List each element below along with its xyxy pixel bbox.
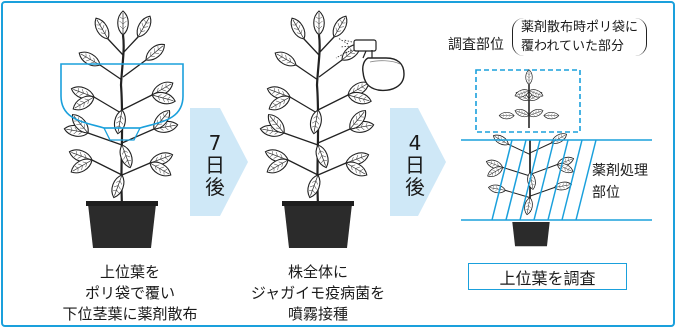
pot-step2	[282, 201, 354, 248]
treated-label-line: 薬剤処理	[592, 163, 648, 179]
step1-caption-line: 上位葉を	[99, 263, 160, 281]
step2-caption: 株全体に ジャガイモ疫病菌を 噴霧接種	[243, 262, 393, 325]
survey-note-line: 薬剤散布時ポリ袋に	[521, 20, 639, 35]
upper-leaves	[498, 69, 560, 128]
pot-step1	[86, 201, 158, 248]
treated-label: 薬剤処理 部位	[592, 160, 648, 204]
step2-caption-line: 株全体に	[287, 263, 348, 281]
result-box: 上位葉を調査	[468, 263, 627, 290]
step1-caption-line: ポリ袋で覆い	[84, 284, 175, 302]
interval1-char: 7	[208, 131, 222, 155]
survey-note-line: 覆われていた部分	[521, 39, 624, 54]
interval2-text: 4 日 後	[402, 132, 428, 198]
arrow-7days	[190, 108, 248, 216]
treated-label-line: 部位	[592, 185, 620, 201]
interval2-char: 後	[405, 175, 425, 199]
survey-dashed-box	[475, 69, 581, 133]
step1-caption-line: 下位茎葉に薬剤散布	[62, 305, 198, 323]
interval1-text: 7 日 後	[202, 132, 228, 198]
pot-step3	[512, 222, 550, 247]
sprayer-icon	[335, 37, 405, 92]
treated-plant	[484, 130, 576, 216]
arrow-4days	[390, 108, 446, 216]
step2-caption-line: ジャガイモ疫病菌を	[250, 284, 386, 302]
interval2-char: 日	[405, 153, 425, 177]
figure-frame	[1, 1, 675, 327]
interval2-char: 4	[408, 131, 422, 155]
interval1-char: 日	[205, 153, 225, 177]
step2-caption-line: 噴霧接種	[287, 305, 348, 323]
survey-note: 薬剤散布時ポリ袋に 覆われていた部分	[512, 18, 648, 56]
survey-label: 調査部位	[448, 37, 504, 53]
plant-step1	[63, 11, 178, 205]
step1-caption: 上位葉を ポリ袋で覆い 下位茎葉に薬剤散布	[60, 262, 200, 325]
treated-hatching	[491, 139, 597, 221]
interval1-char: 後	[205, 175, 225, 199]
